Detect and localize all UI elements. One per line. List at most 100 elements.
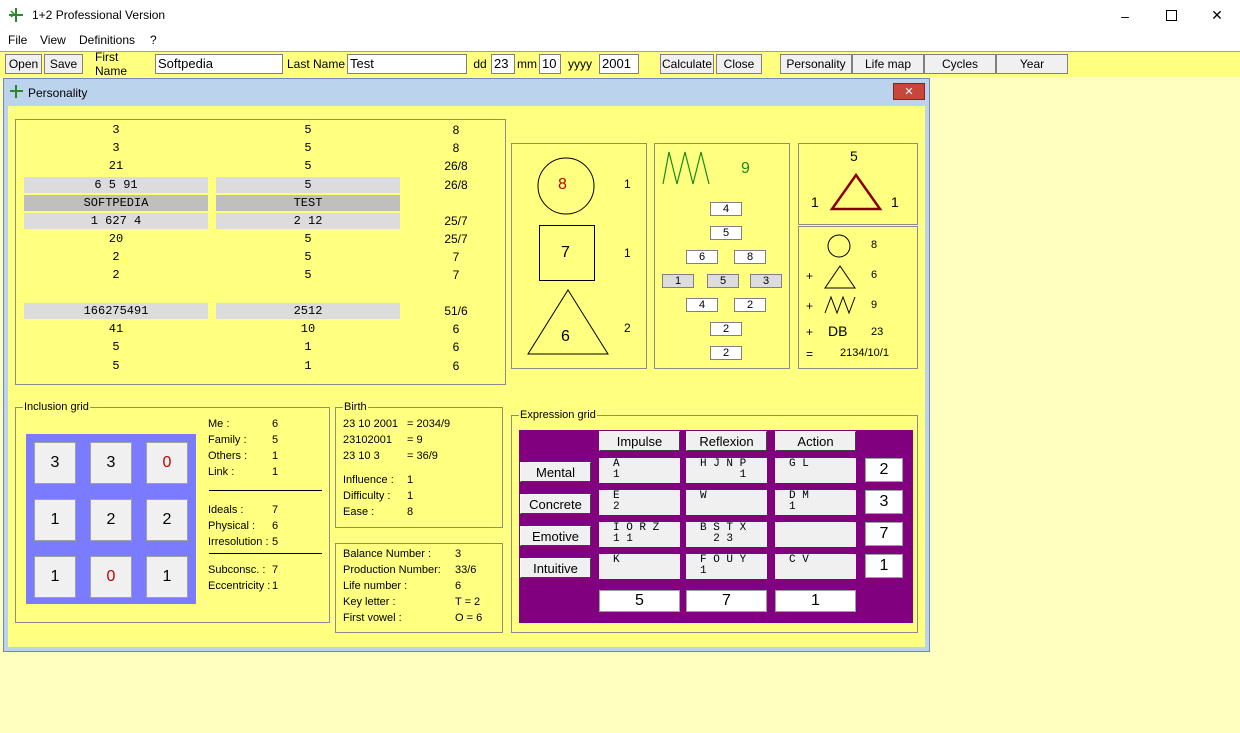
zigzag-box: 5 xyxy=(710,226,742,240)
number-cell: 5 xyxy=(112,359,120,373)
expression-col-header[interactable]: Reflexion xyxy=(686,431,767,451)
maximize-button[interactable] xyxy=(1148,0,1194,31)
reduced-number: 25/7 xyxy=(444,232,468,246)
year-input[interactable]: 2001 xyxy=(599,54,639,74)
square-value: 7 xyxy=(561,244,570,261)
menu-view[interactable]: View xyxy=(40,33,66,47)
number-cell: 41 xyxy=(108,322,124,336)
number-cell: 3 xyxy=(112,141,120,155)
birth-stat: Ease : xyxy=(343,506,375,518)
number-cell: 5 xyxy=(304,232,312,246)
summary-zigzag: 9 xyxy=(871,299,878,311)
stat-label: Others : xyxy=(208,450,248,462)
toolbar: Open Save First Name Softpedia Last Name… xyxy=(0,50,1240,78)
number-cell: 2 xyxy=(112,250,120,264)
last-name-input[interactable]: Test xyxy=(347,54,467,74)
cycles-button[interactable]: Cycles xyxy=(924,54,996,74)
expression-row-header[interactable]: Concrete xyxy=(520,494,591,514)
circle-icon xyxy=(827,234,851,258)
stat-label: Link : xyxy=(208,466,235,478)
reduced-number: 26/8 xyxy=(444,159,468,173)
month-input[interactable]: 10 xyxy=(539,54,561,74)
expression-cell: D M 1 xyxy=(775,490,856,515)
expression-cell: A 1 xyxy=(599,458,680,483)
stat-value: 6 xyxy=(272,418,279,430)
close-button[interactable]: Close xyxy=(716,54,762,74)
personality-title: Personality xyxy=(28,86,88,100)
stat-value: 7 xyxy=(272,564,279,576)
zigzag-panel: 9 4 5 6 8 1 5 3 4 2 2 2 xyxy=(654,143,790,369)
triangle-shape xyxy=(527,289,609,355)
circle-shape xyxy=(537,157,595,215)
number-cell: 2 xyxy=(112,268,120,282)
zigzag-box: 2 xyxy=(734,298,766,312)
inclusion-cell: 0 xyxy=(90,556,132,598)
personality-button[interactable]: Personality xyxy=(780,54,852,74)
zigzag-box: 4 xyxy=(686,298,718,312)
expression-col-header[interactable]: Impulse xyxy=(599,431,680,451)
reduced-number: 8 xyxy=(452,141,460,155)
expression-row-header[interactable]: Intuitive xyxy=(520,558,591,578)
open-button[interactable]: Open xyxy=(5,54,42,74)
save-button[interactable]: Save xyxy=(44,54,83,74)
reduced-number: 7 xyxy=(452,268,460,282)
life-map-button[interactable]: Life map xyxy=(852,54,924,74)
expression-row-header[interactable]: Mental xyxy=(520,462,591,482)
app-icon xyxy=(10,85,23,98)
number-cell: 21 xyxy=(108,159,124,173)
reduced-number: 6 xyxy=(452,340,460,354)
year-button[interactable]: Year xyxy=(996,54,1068,74)
zigzag-icon xyxy=(824,295,856,315)
number-cell: 5 xyxy=(304,250,312,264)
inclusion-cell: 1 xyxy=(34,556,76,598)
expression-row-header[interactable]: Emotive xyxy=(520,526,591,546)
zigzag-box: 5 xyxy=(707,274,739,288)
triangle-icon xyxy=(829,172,883,211)
number-cell: 2 12 xyxy=(216,213,400,229)
first-name-input[interactable]: Softpedia xyxy=(155,54,283,74)
birth-line: = 9 xyxy=(407,434,423,446)
number-cell: 20 xyxy=(108,232,124,246)
birth-line: 23 10 3 xyxy=(343,450,380,462)
balance-item: Balance Number : xyxy=(343,548,432,560)
number-cell: 1 627 4 xyxy=(24,213,208,229)
menu-file[interactable]: File xyxy=(8,33,28,47)
minimize-button[interactable]: – xyxy=(1102,0,1148,31)
number-cell: 1 xyxy=(304,340,312,354)
plus-sign: + xyxy=(806,325,814,339)
column-total: 1 xyxy=(775,590,856,612)
inclusion-cell: 2 xyxy=(146,499,188,541)
triangle-left-value: 1 xyxy=(811,194,819,210)
expression-cell: W xyxy=(686,490,767,515)
expression-col-header[interactable]: Action xyxy=(775,431,856,451)
menu-definitions[interactable]: Definitions xyxy=(79,33,136,47)
row-total: 3 xyxy=(865,490,903,514)
mm-label: mm xyxy=(517,57,537,71)
divider xyxy=(209,553,322,554)
child-close-button[interactable]: ✕ xyxy=(893,83,925,100)
stat-label: Ideals : xyxy=(208,504,244,516)
expression-grid-title: Expression grid xyxy=(519,409,597,421)
reduced-number: 26/8 xyxy=(444,178,468,192)
number-cell: 5 xyxy=(112,340,120,354)
birth-stat: 1 xyxy=(407,474,414,486)
minimize-icon: – xyxy=(1121,7,1129,24)
menu-help[interactable]: ? xyxy=(150,33,157,47)
close-window-button[interactable]: ✕ xyxy=(1194,0,1240,31)
stat-value: 1 xyxy=(272,450,279,462)
expression-cell: G L xyxy=(775,458,856,483)
summary-result: 2134/10/1 xyxy=(840,347,889,359)
birth-stat: Influence : xyxy=(343,474,394,486)
number-cell: 166275491 xyxy=(24,303,208,319)
balance-item: Production Number: xyxy=(343,564,441,576)
calculate-button[interactable]: Calculate xyxy=(660,54,714,74)
number-cell: 5 xyxy=(304,268,312,282)
summary-circle: 8 xyxy=(871,239,878,251)
day-input[interactable]: 23 xyxy=(491,54,515,74)
birth-line: 23 10 2001 xyxy=(343,418,399,430)
balance-item: T = 2 xyxy=(455,596,481,608)
